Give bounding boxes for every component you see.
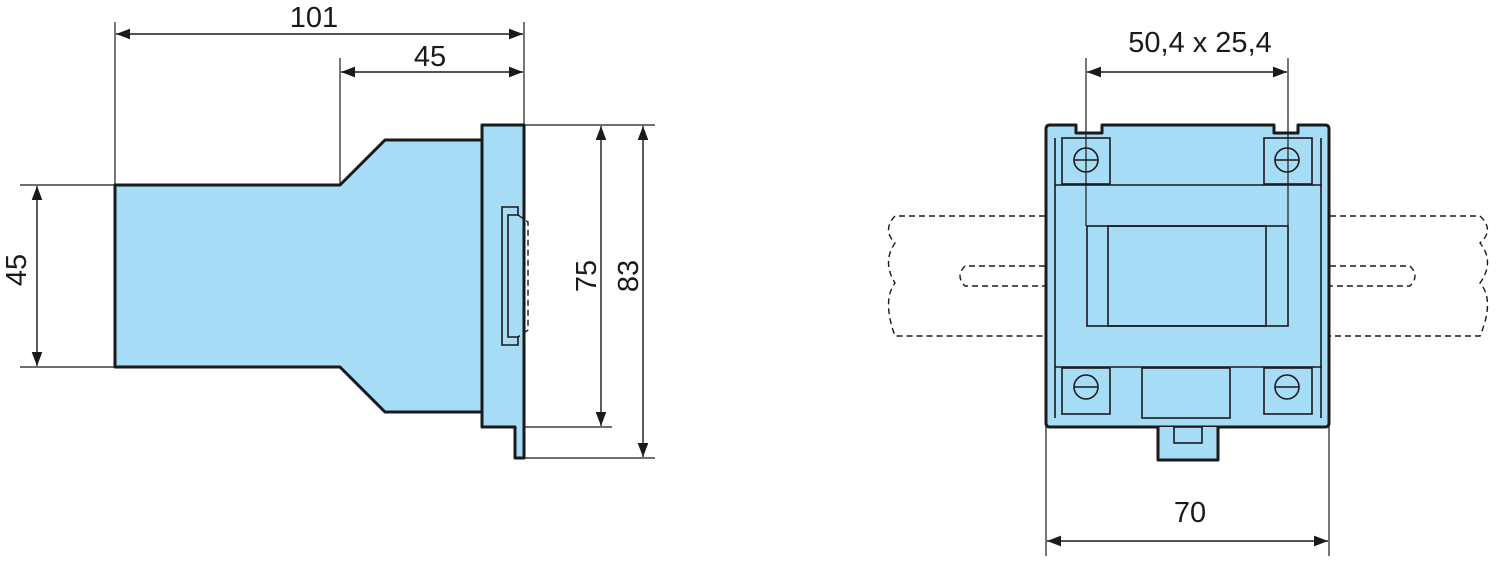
dim-label-total-height: 83 bbox=[613, 260, 645, 292]
front-view: 50,4 x 25,4 70 bbox=[887, 27, 1489, 556]
side-view-din-clip bbox=[501, 206, 519, 346]
terminal-block bbox=[1263, 367, 1313, 415]
front-view-latch-slot bbox=[1173, 426, 1203, 444]
dim-label-width: 70 bbox=[1174, 497, 1206, 529]
dim-label-front-height: 45 bbox=[1, 254, 33, 286]
front-view-label-window bbox=[1107, 225, 1267, 327]
dim-label-front-depth: 45 bbox=[414, 41, 446, 73]
din-rail-hidden bbox=[887, 215, 1489, 337]
side-view: 101 45 45 75 83 bbox=[1, 2, 655, 460]
dim-label-overall-depth: 101 bbox=[290, 2, 338, 34]
screw-icon bbox=[1274, 147, 1300, 173]
dim-label-mounting-height: 75 bbox=[571, 260, 603, 292]
dim-label-hole-spacing: 50,4 x 25,4 bbox=[1128, 27, 1272, 59]
screw-icon bbox=[1073, 374, 1099, 400]
screw-icon bbox=[1274, 374, 1300, 400]
front-view-housing bbox=[1044, 123, 1331, 429]
front-view-bottom-block bbox=[1141, 367, 1231, 419]
side-view-mounting-plate bbox=[480, 123, 526, 460]
terminal-block bbox=[1061, 367, 1111, 415]
side-view-body bbox=[113, 138, 484, 414]
